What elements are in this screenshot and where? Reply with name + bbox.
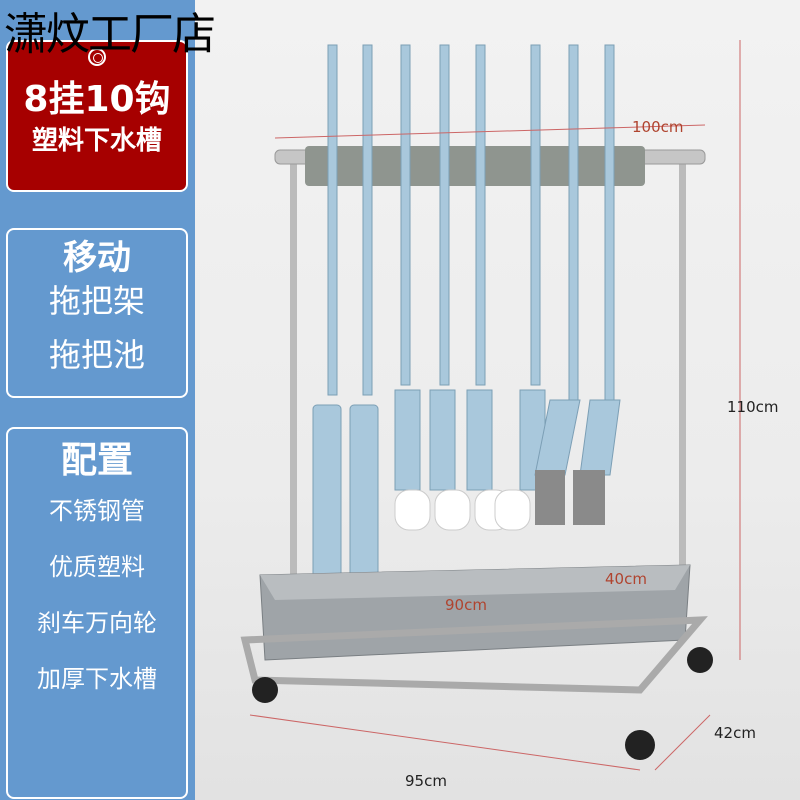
promo-headline: 8挂10钩: [23, 79, 171, 120]
flat-mop-head: [349, 404, 379, 581]
promo-card: 8挂10钩 塑料下水槽: [6, 40, 188, 192]
base-frame: [240, 616, 708, 694]
config-item: 优质塑料: [49, 553, 145, 581]
mop-rack-illustration: [240, 40, 741, 771]
config-item: 不锈钢管: [49, 497, 145, 525]
dim-tray-depth: 40cm: [605, 570, 647, 588]
mop-handle: [475, 44, 486, 386]
broom-bristles: [535, 470, 565, 525]
hook-strip: [305, 146, 645, 186]
left-pole: [290, 160, 297, 630]
dim-base-width: 95cm: [405, 772, 447, 790]
sponge-mop-head: [429, 389, 456, 491]
mobile-title: 移动: [63, 238, 131, 278]
dim-tray-width: 90cm: [445, 596, 487, 614]
sponge-mop-head: [394, 389, 421, 491]
promo-subline: 塑料下水槽: [31, 126, 162, 156]
dim-line-top: [274, 124, 706, 139]
dim-base-depth: 42cm: [714, 724, 756, 742]
mobile-line: 拖把架: [48, 282, 145, 320]
mop-handle: [439, 44, 450, 386]
sponge: [434, 489, 471, 531]
config-title: 配置: [60, 440, 133, 481]
mobile-line: 拖把池: [48, 336, 145, 374]
mop-handle: [327, 44, 338, 396]
config-card: 配置 不锈钢管 优质塑料 刹车万向轮 加厚下水槽: [6, 427, 188, 799]
caster-wheel: [625, 730, 655, 760]
mop-handle: [400, 44, 411, 386]
broom-handle: [604, 44, 615, 406]
config-item: 刹车万向轮: [37, 609, 157, 637]
mop-handle: [362, 44, 373, 396]
broom-handle: [568, 44, 579, 406]
mop-handle: [530, 44, 541, 386]
feature-sidebar: 8挂10钩 塑料下水槽 移动 拖把架 拖把池 配置 不锈钢管 优质塑料 刹车万向…: [0, 0, 195, 800]
flat-mop-head: [312, 404, 342, 581]
shop-watermark: 潇炆工厂店: [4, 9, 216, 60]
caster-wheel: [687, 647, 713, 673]
right-pole: [679, 160, 686, 630]
tray-inner: [260, 565, 690, 600]
config-item: 加厚下水槽: [37, 665, 157, 693]
broom-bristles: [573, 470, 605, 525]
sponge-mop-head: [466, 389, 493, 491]
sponge: [494, 489, 531, 531]
hang-hole-icon: [88, 48, 106, 66]
caster-wheel: [252, 677, 278, 703]
sponge: [394, 489, 431, 531]
dim-top-width: 100cm: [632, 118, 684, 136]
mobile-card: 移动 拖把架 拖把池: [6, 228, 188, 398]
broom-head: [579, 399, 621, 476]
dim-height: 110cm: [727, 398, 779, 416]
dim-line-depth: [654, 714, 711, 771]
dim-line-base: [249, 714, 641, 771]
